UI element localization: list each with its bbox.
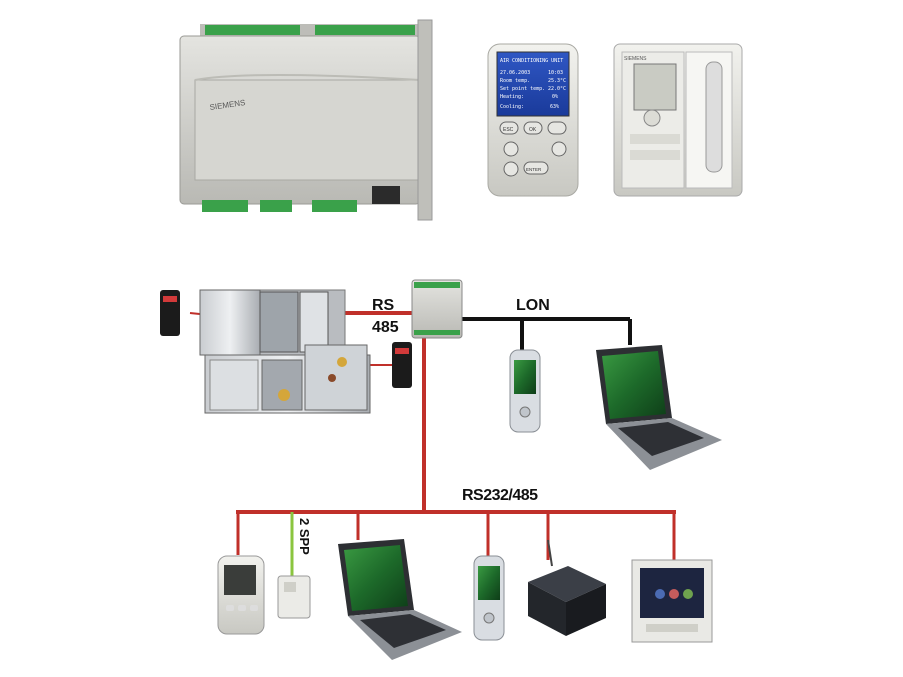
- panel-key-ok-label: OK: [529, 127, 537, 133]
- operator-panel-keypad: ESC OK ENTER: [499, 121, 567, 177]
- label-rs232-485: RS232/485: [462, 487, 538, 504]
- panel-key-3[interactable]: [547, 121, 567, 135]
- lcd-row-1-value: 10:03: [548, 70, 563, 76]
- lcd-row-5-value: 63%: [550, 104, 559, 110]
- label-2spp: 2 SPP: [297, 518, 312, 555]
- laptop-bottom-device: [338, 539, 462, 660]
- label-rs485-line1: RS: [372, 297, 395, 314]
- controller-device: SIEMENS: [179, 19, 433, 221]
- operator-panel-device: AIR CONDITIONING UNIT 27.06.2003 10:03 R…: [487, 43, 579, 197]
- panel-key-up[interactable]: [503, 141, 519, 157]
- lcd-row-2-value: 25.3°C: [548, 78, 566, 84]
- panel-key-down[interactable]: [503, 161, 519, 177]
- room-sensor-2spp-device: [277, 575, 311, 619]
- duct-sensor-left: [160, 290, 180, 336]
- panel-key-right[interactable]: [551, 141, 567, 157]
- panel-key-enter-label: ENTER: [526, 167, 542, 172]
- wall-unit-brand-label: SIEMENS: [624, 56, 647, 62]
- lcd-row-1-label: 27.06.2003: [500, 70, 530, 76]
- lcd-row-5-label: Cooling:: [500, 104, 524, 110]
- panel-key-enter[interactable]: [523, 161, 549, 175]
- lcd-row-2-label: Room temp.: [500, 78, 530, 84]
- controller-small-device: [411, 279, 463, 339]
- duct-sensor-right: [392, 342, 412, 388]
- wall-room-unit-device: SIEMENS: [613, 43, 743, 197]
- lcd-row-4-value: 0%: [552, 94, 558, 100]
- panel-key-esc-label: ESC: [503, 127, 514, 133]
- pda-bottom-device: [473, 555, 505, 641]
- label-rs485-line2: 485: [372, 319, 399, 336]
- handheld-operator-panel-bottom: [217, 555, 265, 635]
- pda-lon-device: [509, 349, 541, 433]
- lcd-row-4-label: Heating:: [500, 94, 524, 100]
- air-handling-unit: [199, 289, 371, 414]
- label-lon: LON: [516, 297, 550, 314]
- lcd-row-3-label: Set point temp.: [500, 86, 545, 92]
- laptop-lon-device: [596, 345, 722, 470]
- lcd-title: AIR CONDITIONING UNIT: [500, 58, 563, 64]
- lcd-row-3-value: 22.0°C: [548, 86, 566, 92]
- panel-key-ok[interactable]: [523, 121, 543, 135]
- modem-device: [528, 539, 606, 636]
- touch-panel-device: [631, 559, 713, 643]
- panel-key-esc[interactable]: [499, 121, 519, 135]
